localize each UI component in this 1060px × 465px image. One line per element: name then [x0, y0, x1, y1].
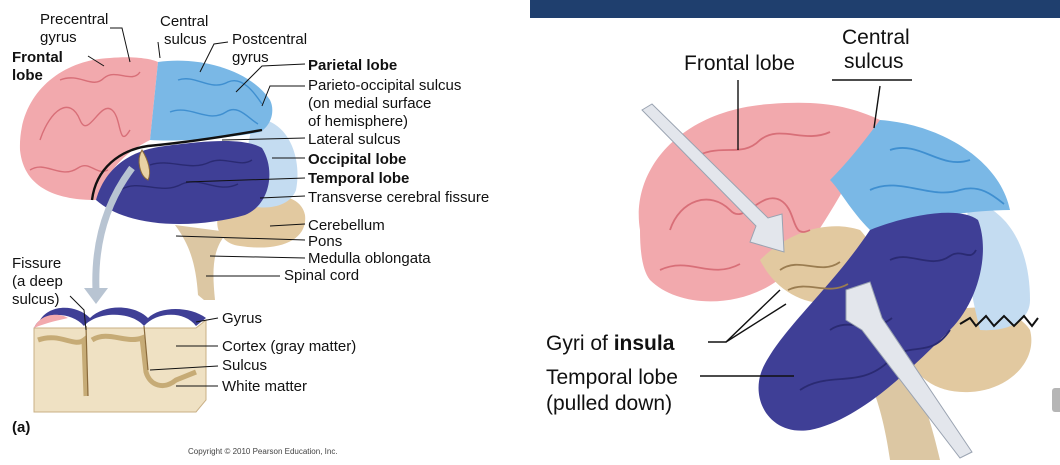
r-label-frontal-lobe: Frontal lobe: [684, 52, 795, 75]
frontal-lobe-shape: [19, 57, 158, 200]
label-spinal-cord: Spinal cord: [284, 267, 359, 284]
sulcus-dark-line: [85, 325, 149, 397]
label-white-matter: White matter: [222, 378, 307, 395]
edge-tab: [1052, 388, 1060, 412]
insula-brain-figure: [638, 79, 1039, 460]
pullout-arrowhead: [84, 288, 108, 304]
insula-peek-shape: [138, 149, 151, 181]
label-occipital-lobe: Occipital lobe: [308, 151, 406, 168]
label-medulla: Medulla oblongata: [308, 250, 431, 267]
label-panel-a: (a): [12, 419, 30, 436]
gray-matter-fold: [37, 333, 197, 397]
label-gyrus: Gyrus: [222, 310, 262, 327]
r-occipital-lobe-shape: [965, 200, 1030, 331]
top-bar: [530, 0, 1060, 18]
r-label-central-sulcus: Central sulcus: [842, 26, 916, 73]
label-lateral-sulcus: Lateral sulcus: [308, 131, 401, 148]
retractor-upper: [641, 103, 785, 253]
label-transverse-fissure: Transverse cerebral fissure: [308, 189, 489, 206]
lateral-sulcus-line: [90, 128, 263, 201]
retractor-lower: [845, 281, 973, 459]
brainstem-shape: [175, 225, 228, 300]
cortex-block: [33, 307, 207, 413]
r-parieto-occipital-line: [959, 314, 1039, 328]
label-cortex: Cortex (gray matter): [222, 338, 356, 355]
label-central-sulcus: Central sulcus: [160, 13, 213, 48]
parietal-lobe-shape: [150, 60, 273, 141]
label-cerebellum: Cerebellum: [308, 217, 385, 234]
label-precentral-gyrus: Precentral gyrus: [40, 11, 113, 46]
lateral-brain-figure: Precentral gyrus Central sulcus Postcent…: [12, 11, 489, 456]
pullout-arrow: [92, 165, 135, 291]
label-parieto-occipital-sulcus: Parieto-occipital sulcus (on medial surf…: [308, 77, 466, 130]
left-panel-lateral-view: Precentral gyrus Central sulcus Postcent…: [0, 0, 530, 460]
right-leader-lines: [700, 79, 912, 377]
right-labels-layer: Frontal lobe Central sulcus Gyri of insu…: [546, 26, 916, 415]
gyri-lines: [29, 71, 263, 191]
r-label-temporal-lobe: Temporal lobe (pulled down): [546, 366, 684, 415]
label-fissure: Fissure (a deep sulcus): [12, 255, 67, 308]
label-parietal-lobe: Parietal lobe: [308, 57, 397, 74]
label-postcentral-gyrus: Postcentral gyrus: [232, 31, 311, 66]
left-leader-lines: [69, 27, 306, 387]
retractors: [641, 103, 973, 459]
r-label-gyri-of-insula: Gyri of insula: [546, 332, 675, 355]
r-parietal-lobe-shape: [830, 120, 1010, 230]
copyright-text: Copyright © 2010 Pearson Education, Inc.: [188, 447, 338, 456]
block-top-gyri: [34, 307, 206, 328]
label-temporal-lobe: Temporal lobe: [308, 170, 409, 187]
label-pons: Pons: [308, 233, 342, 250]
label-frontal-lobe: Frontal lobe: [12, 49, 67, 84]
label-sulcus: Sulcus: [222, 357, 267, 374]
block-side: [33, 318, 207, 413]
block-top-left: [34, 314, 68, 328]
right-panel-insula-view: Frontal lobe Central sulcus Gyri of insu…: [530, 0, 1060, 460]
